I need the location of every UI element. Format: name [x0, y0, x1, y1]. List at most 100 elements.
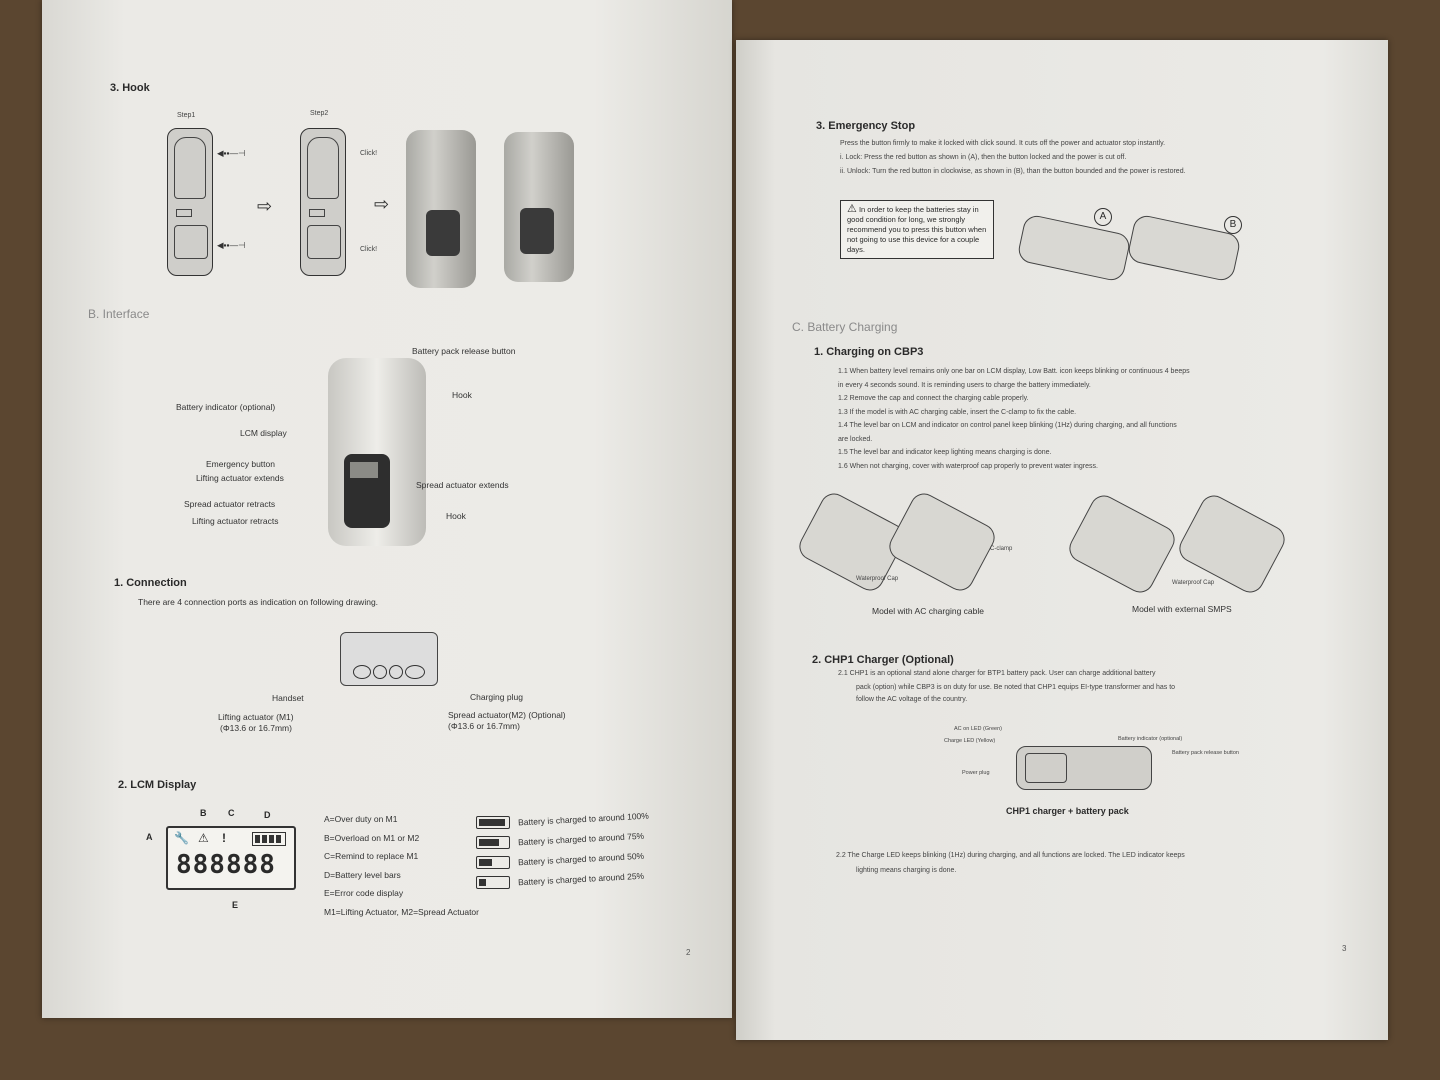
click-label-1: Click!: [360, 150, 378, 157]
charging-item: 1.2 Remove the cap and connect the charg…: [838, 395, 1029, 402]
chp1-line-3: follow the AC voltage of the country.: [856, 696, 968, 703]
lcd-display-drawing: 🔧 ⚠ ! 888888: [166, 826, 296, 890]
warning-icon: ⚠: [198, 831, 209, 845]
emergency-stop-title: 3. Emergency Stop: [816, 120, 916, 132]
estop-line-3: ii. Unlock: Turn the red button in clock…: [840, 168, 1186, 175]
label-lcm-display: LCM display: [240, 428, 287, 438]
lcm-legend-item: M1=Lifting Actuator, M2=Spread Actuator: [324, 907, 479, 917]
lcm-legend-item: B=Overload on M1 or M2: [324, 832, 420, 843]
exclamation-icon: !: [222, 831, 226, 845]
charging-item: 1.5 The level bar and indicator keep lig…: [838, 449, 1052, 456]
label-ac-led: AC on LED (Green): [954, 726, 1002, 732]
chp1-caption: CHP1 charger + battery pack: [1006, 806, 1129, 816]
lcm-legend-item: E=Error code display: [324, 888, 404, 899]
charging-item: 1.1 When battery level remains only one …: [838, 368, 1190, 375]
charging-photo-2: [884, 488, 1000, 596]
chp1-charger-drawing: [1016, 746, 1152, 790]
connection-text: There are 4 connection ports as indicati…: [138, 597, 379, 607]
lcd-letter-c: C: [228, 808, 235, 818]
chp1-line-5: lighting means charging is done.: [856, 867, 957, 874]
device-photo-1: [406, 130, 476, 288]
label-waterproof-cap: Waterproof Cap: [856, 576, 899, 582]
label-power-plug: Power plug: [962, 770, 990, 776]
charging-cbp3-title: 1. Charging on CBP3: [814, 346, 924, 358]
circle-b-label: B: [1224, 216, 1242, 234]
lcd-letter-d: D: [264, 810, 271, 820]
step-arrow-icon-2: ⇨: [374, 194, 390, 214]
battery-level-label: Battery is charged to around 50%: [517, 850, 645, 868]
hook-title: 3. Hook: [110, 82, 150, 94]
battery-note-box: ⚠ In order to keep the batteries stay in…: [840, 200, 994, 259]
hook-arrow-icon: ◀▪▪—⊣: [217, 148, 246, 158]
label-spread-actuator: Spread actuator(M2) (Optional): [448, 710, 566, 720]
chp1-line-2: pack (option) while CBP3 is on duty for …: [856, 684, 1176, 691]
label-charge-led: Charge LED (Yellow): [944, 738, 996, 744]
chp1-line-4: 2.2 The Charge LED keeps blinking (1Hz) …: [836, 852, 1185, 859]
charging-item: in every 4 seconds sound. It is remindin…: [838, 381, 1091, 389]
circle-a-label: A: [1094, 208, 1112, 226]
estop-line-2: i. Lock: Press the red button as shown i…: [840, 154, 1127, 161]
label-handset: Handset: [272, 693, 304, 703]
charging-photo-3: [1064, 490, 1180, 598]
charging-item: 1.4 The level bar on LCM and indicator o…: [838, 422, 1177, 429]
label-spread-retracts: Spread actuator retracts: [184, 499, 276, 509]
estop-line-1: Press the button firmly to make it locke…: [840, 140, 1166, 147]
interface-title: B. Interface: [88, 307, 150, 321]
note-text: In order to keep the batteries stay in g…: [847, 205, 987, 254]
device-photo-2: [504, 132, 574, 282]
lcd-digits: 888888: [176, 850, 276, 880]
battery-level-label: Battery is charged to around 100%: [517, 810, 650, 828]
battery-bars-icon: [252, 832, 286, 846]
chp1-line-1: 2.1 CHP1 is an optional stand alone char…: [838, 670, 1156, 677]
label-waterproof-cap-2: Waterproof Cap: [1172, 580, 1215, 586]
device-interface-photo: [328, 358, 426, 546]
connection-title: 1. Connection: [114, 577, 187, 589]
device-step2-drawing: [300, 128, 346, 276]
page-number-right: 3: [1342, 944, 1347, 953]
label-battery-indicator-chp1: Battery indicator (optional): [1118, 736, 1183, 742]
lcm-title: 2. LCM Display: [118, 779, 197, 791]
label-lifting-extends: Lifting actuator extends: [196, 473, 284, 483]
battery-charging-title: C. Battery Charging: [792, 320, 898, 334]
chp1-title: 2. CHP1 Charger (Optional): [812, 654, 954, 666]
label-spread-dim: (Φ13.6 or 16.7mm): [448, 721, 520, 731]
label-hook-top: Hook: [452, 390, 472, 400]
page-number-left: 2: [686, 948, 691, 957]
label-release-chp1: Battery pack release button: [1172, 750, 1239, 756]
caption-model-smps: Model with external SMPS: [1132, 604, 1232, 614]
label-release-button: Battery pack release button: [412, 346, 516, 356]
estop-lock-drawing: [1016, 213, 1132, 283]
lcm-legend-item: C=Remind to replace M1: [324, 851, 419, 862]
wrench-icon: 🔧: [174, 831, 189, 845]
left-page: 3. Hook Step1 Step2 ◀▪▪—⊣ ◀▪▪—⊣ ⇨ Click!…: [42, 0, 732, 1018]
click-label-2: Click!: [360, 246, 378, 253]
charging-item: are locked.: [838, 435, 873, 443]
label-lifting-retracts: Lifting actuator retracts: [192, 516, 279, 526]
caption-model-ac: Model with AC charging cable: [872, 606, 984, 616]
label-lifting-dim: (Φ13.6 or 16.7mm): [220, 723, 292, 733]
battery-level-label: Battery is charged to around 75%: [517, 830, 645, 848]
label-battery-indicator: Battery indicator (optional): [176, 402, 276, 412]
label-hook-bottom: Hook: [446, 511, 466, 521]
device-step1-drawing: [167, 128, 213, 276]
lcd-letter-e: E: [232, 900, 239, 910]
charging-item: 1.3 If the model is with AC charging cab…: [838, 408, 1077, 416]
hook-arrow-icon-2: ◀▪▪—⊣: [217, 240, 246, 250]
lcd-letter-a: A: [146, 832, 153, 842]
label-spread-extends: Spread actuator extends: [416, 480, 509, 490]
lcm-legend-item: A=Over duty on M1: [324, 814, 398, 824]
connection-ports-drawing: [340, 632, 438, 686]
battery-level-icon: [476, 856, 510, 869]
right-page: 3. Emergency Stop Press the button firml…: [736, 40, 1388, 1040]
label-emergency-button: Emergency button: [206, 459, 275, 469]
step2-label: Step2: [310, 110, 329, 117]
battery-level-label: Battery is charged to around 25%: [517, 870, 645, 888]
lcm-legend-item: D=Battery level bars: [324, 869, 401, 880]
label-lifting-actuator: Lifting actuator (M1): [218, 712, 294, 722]
battery-level-icon: [476, 816, 510, 829]
label-c-clamp: C-clamp: [990, 546, 1013, 552]
warning-icon-note: ⚠: [847, 203, 857, 215]
label-charging-plug: Charging plug: [470, 692, 523, 702]
step1-label: Step1: [177, 112, 196, 119]
step-arrow-icon: ⇨: [257, 196, 273, 216]
